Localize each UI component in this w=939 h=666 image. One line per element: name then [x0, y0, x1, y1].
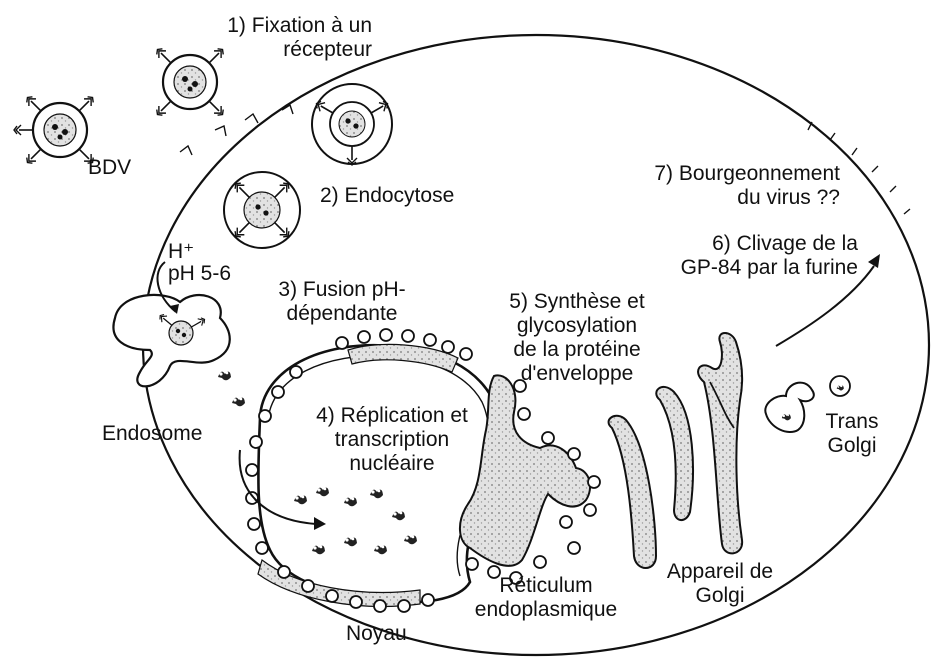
- noyau-text: Noyau: [346, 622, 407, 646]
- step2-text: 2) Endocytose: [320, 184, 454, 208]
- step4-line2: transcription: [292, 428, 492, 452]
- label-step5-synthese: 5) Synthèse et glycosylation de la proté…: [484, 290, 670, 386]
- step3-line1: 3) Fusion pH-: [262, 278, 422, 302]
- step7-line2: du virus ??: [610, 186, 840, 210]
- label-noyau: Noyau: [346, 622, 407, 646]
- label-golgi: Appareil de Golgi: [640, 560, 800, 608]
- trans-golgi-line1: Trans: [812, 410, 892, 434]
- label-step7-bourgeonnement: 7) Bourgeonnement du virus ??: [610, 162, 840, 210]
- step6-line1: 6) Clivage de la: [636, 232, 858, 256]
- endosome-text: Endosome: [102, 422, 202, 446]
- step4-line1: 4) Réplication et: [292, 404, 492, 428]
- step3-line2: dépendante: [262, 302, 422, 326]
- label-step4-replication: 4) Réplication et transcription nucléair…: [292, 404, 492, 476]
- label-ph: pH 5-6: [168, 262, 231, 286]
- label-step3-fusion: 3) Fusion pH- dépendante: [262, 278, 422, 326]
- step7-line1: 7) Bourgeonnement: [610, 162, 840, 186]
- label-proton: H⁺: [168, 240, 194, 264]
- trans-golgi-line2: Golgi: [812, 434, 892, 458]
- step5-line4: d'enveloppe: [484, 362, 670, 386]
- step1-line1: 1) Fixation à un: [172, 14, 372, 38]
- step5-line3: de la protéine: [484, 338, 670, 362]
- step5-line1: 5) Synthèse et: [484, 290, 670, 314]
- bdv-text: BDV: [88, 156, 131, 180]
- label-endosome: Endosome: [102, 422, 202, 446]
- nuclear-rnp-complexes: [294, 488, 417, 555]
- ph-text: pH 5-6: [168, 262, 231, 286]
- bdv-virion-free: [14, 94, 96, 166]
- label-trans-golgi: Trans Golgi: [812, 410, 892, 458]
- reticulum-line1: Réticulum: [456, 574, 636, 598]
- step6-line2: GP-84 par la furine: [636, 256, 858, 280]
- golgi-line1: Appareil de: [640, 560, 800, 584]
- label-step6-clivage: 6) Clivage de la GP-84 par la furine: [636, 232, 858, 280]
- label-reticulum: Réticulum endoplasmique: [456, 574, 636, 622]
- proton-text: H⁺: [168, 240, 194, 264]
- endocytic-vesicle: [224, 172, 300, 248]
- step4-line3: nucléaire: [292, 452, 492, 476]
- step5-line2: glycosylation: [484, 314, 670, 338]
- label-step2-endocytose: 2) Endocytose: [320, 184, 454, 208]
- label-bdv: BDV: [88, 156, 131, 180]
- golgi-line2: Golgi: [640, 584, 800, 608]
- bdv-virion-in-pit: [312, 84, 392, 165]
- label-step1-fixation: 1) Fixation à un récepteur: [172, 14, 372, 62]
- reticulum-line2: endoplasmique: [456, 598, 636, 622]
- step1-line2: récepteur: [172, 38, 372, 62]
